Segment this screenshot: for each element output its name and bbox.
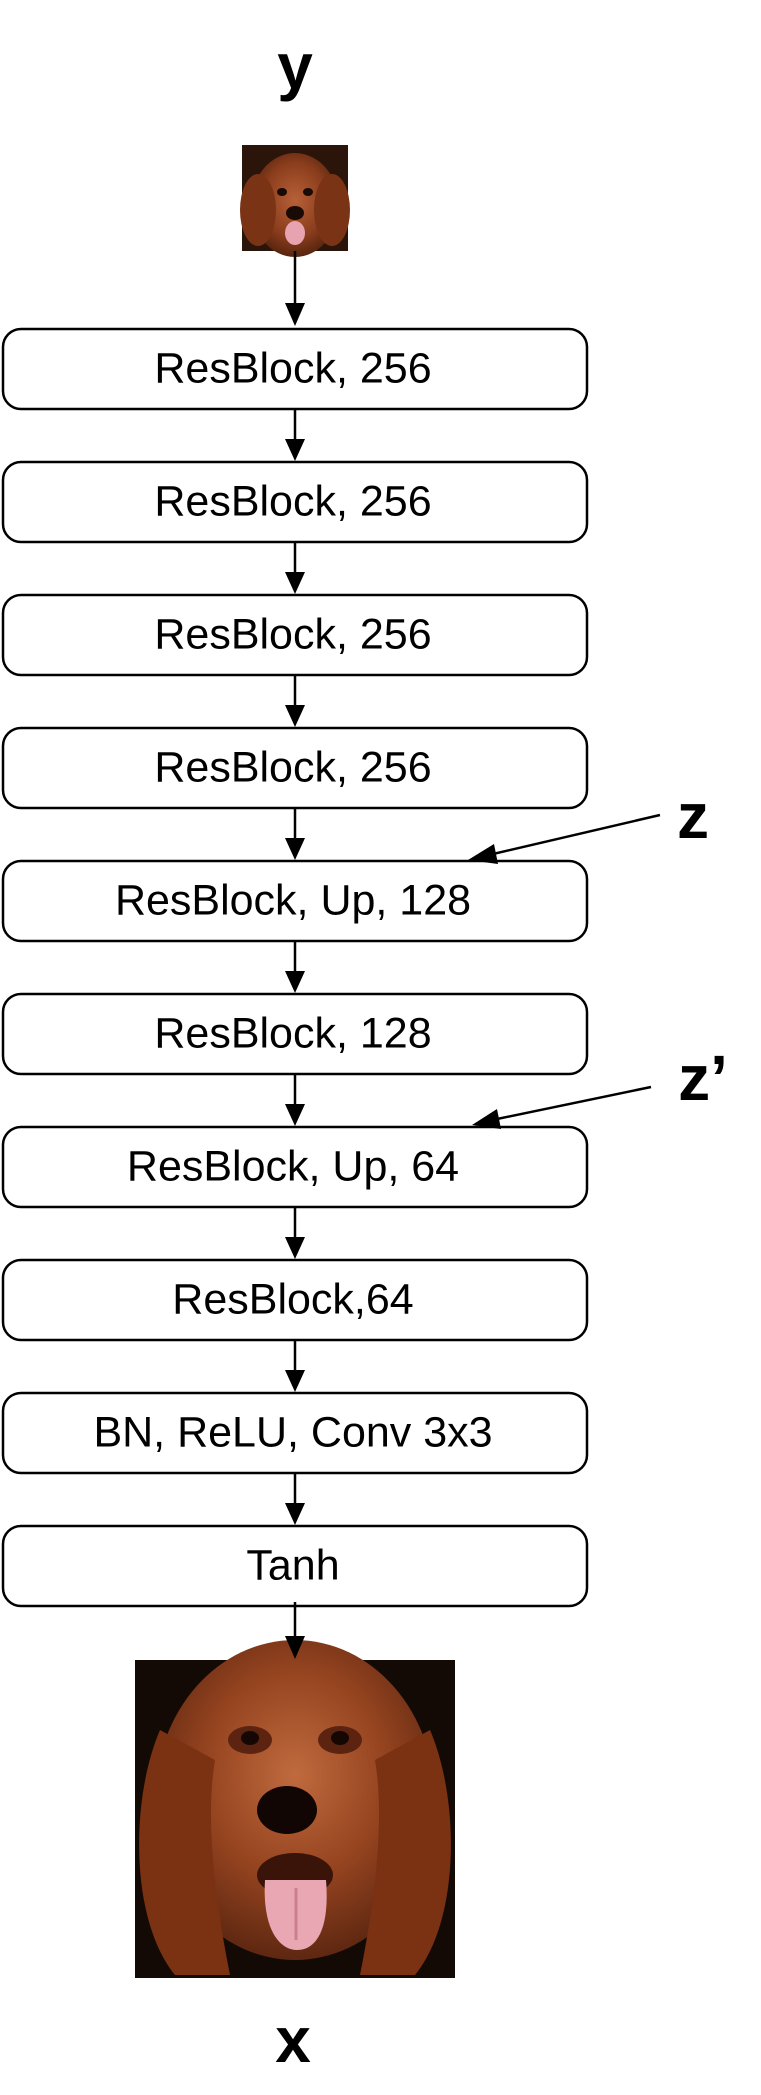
- block-3: ResBlock, 256: [1, 593, 589, 727]
- block-1: ResBlock, 256: [1, 327, 589, 461]
- block-label: ResBlock, 256: [154, 344, 431, 392]
- arrow-between-blocks: [285, 1207, 305, 1259]
- input-dog-image: [240, 145, 350, 257]
- arrow-input: [285, 251, 305, 326]
- output-dog-image: [135, 1640, 455, 1978]
- arrow-between-blocks: [285, 675, 305, 727]
- noise-z-annotation: z: [468, 780, 709, 864]
- block-7: ResBlock, Up, 64: [1, 1125, 589, 1259]
- arrow-between-blocks: [285, 808, 305, 860]
- noise-label-z: z: [677, 780, 709, 852]
- block-10: Tanh: [1, 1524, 589, 1608]
- block-label: ResBlock, 256: [154, 477, 431, 525]
- input-label-y: y: [277, 30, 313, 102]
- block-label: Tanh: [246, 1541, 339, 1589]
- block-label: ResBlock, Up, 128: [115, 876, 471, 924]
- block-2: ResBlock, 256: [1, 460, 589, 594]
- block-label: ResBlock, 128: [154, 1009, 431, 1057]
- block-label: ResBlock,64: [172, 1275, 413, 1323]
- noise-label-z-prime: z’: [678, 1042, 728, 1114]
- block-label: ResBlock, 256: [154, 610, 431, 658]
- output-label-x: x: [275, 2004, 311, 2076]
- arrow-output: [285, 1602, 305, 1659]
- arrow-between-blocks: [285, 941, 305, 993]
- block-label: ResBlock, Up, 64: [127, 1142, 459, 1190]
- block-5: ResBlock, Up, 128: [1, 859, 589, 993]
- block-8: ResBlock,64: [1, 1258, 589, 1392]
- arrow-between-blocks: [285, 1340, 305, 1392]
- block-4: ResBlock, 256: [1, 726, 589, 860]
- block-9: BN, ReLU, Conv 3x3: [1, 1391, 589, 1525]
- arrow-between-blocks: [285, 1074, 305, 1126]
- block-label: BN, ReLU, Conv 3x3: [93, 1408, 492, 1456]
- block-6: ResBlock, 128: [1, 992, 589, 1126]
- arrow-between-blocks: [285, 409, 305, 461]
- block-label: ResBlock, 256: [154, 743, 431, 791]
- arrow-between-blocks: [285, 542, 305, 594]
- noise-z-prime-annotation: z’: [472, 1042, 728, 1129]
- arrow-between-blocks: [285, 1473, 305, 1525]
